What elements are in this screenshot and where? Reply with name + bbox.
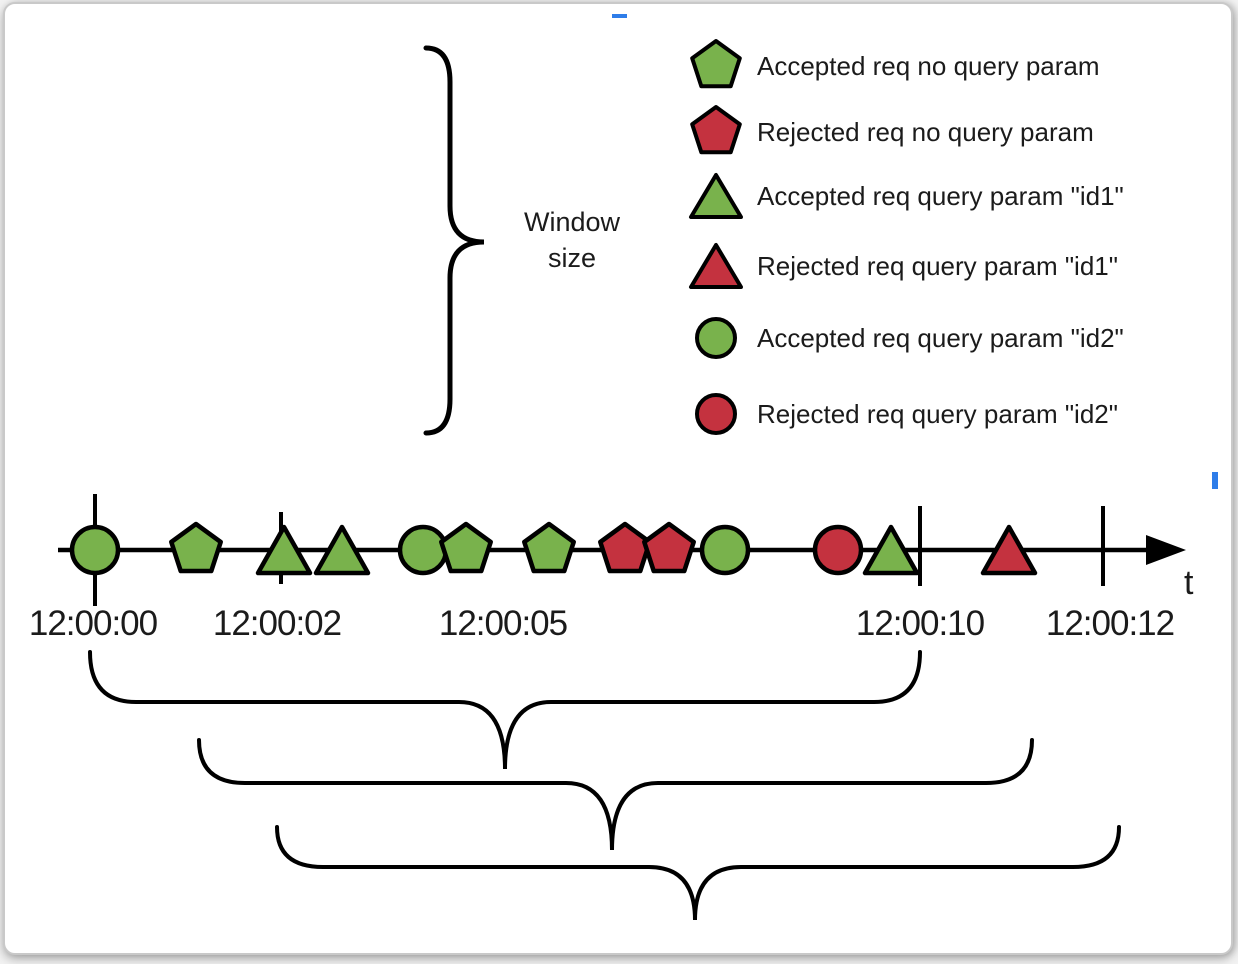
marker-triangle-accepted [255,524,313,576]
legend-item-label: Accepted req no query param [757,50,1100,81]
legend-marker-icon [695,317,737,359]
marker-triangle-rejected [980,524,1038,576]
legend-marker-icon [690,39,742,89]
marker-triangle-accepted [862,524,920,576]
legend-marker-icon [689,243,743,289]
marker-pentagon-accepted [690,39,742,89]
legend-marker-icon [695,393,737,435]
marker-triangle-accepted [313,524,371,576]
legend-item: Accepted req query param "id1" [688,168,1124,224]
marker-circle-rejected [812,524,864,576]
legend-item-label: Rejected req query param "id1" [757,250,1118,281]
tick-label: 12:00:00 [28,604,158,643]
marker-triangle-rejected [689,243,743,289]
window-brace [275,825,1121,921]
axis-arrowhead-icon [1146,535,1186,565]
marker-circle-accepted [69,524,121,576]
marker-pentagon-rejected [642,521,696,574]
screenshot-frame [3,2,1233,955]
tick-label: 12:00:10 [855,604,985,643]
marker-pentagon-accepted [169,521,223,574]
legend-marker-icon [689,173,743,219]
legend-item-label: Rejected req no query param [757,116,1094,147]
marker-circle-accepted [699,524,751,576]
legend-item-label: Rejected req query param "id2" [757,398,1118,429]
window-brace [197,738,1034,851]
window-size-line2: size [547,242,596,273]
legend-item: Rejected req query param "id1" [688,238,1118,294]
tick-label: 12:00:02 [212,604,342,643]
blue-selection-handle-top-icon [612,14,627,18]
marker-triangle-accepted [689,173,743,219]
legend-item: Rejected req no query param [688,104,1094,160]
marker-circle-accepted [695,317,737,359]
legend-item: Accepted req no query param [688,38,1100,94]
marker-pentagon-accepted [522,521,576,574]
tick-label: 12:00:05 [438,604,568,643]
window-brace [88,650,922,770]
marker-pentagon-accepted [439,521,493,574]
legend-item: Accepted req query param "id2" [688,310,1124,366]
marker-pentagon-rejected [690,105,742,155]
window-size-line1: Window [523,207,621,237]
time-axis-label: t [1184,564,1194,602]
tick-label: 12:00:12 [1045,604,1175,643]
marker-circle-accepted [397,524,449,576]
legend-item-label: Accepted req query param "id1" [757,180,1124,211]
window-size-label: Window size [524,205,620,276]
window-size-brace [423,45,485,436]
marker-circle-rejected [695,393,737,435]
blue-selection-handle-right-icon [1212,472,1218,489]
legend-marker-icon [690,105,742,155]
legend-item-label: Accepted req query param "id2" [757,322,1124,353]
legend-item: Rejected req query param "id2" [688,386,1118,442]
marker-pentagon-rejected [598,521,652,574]
